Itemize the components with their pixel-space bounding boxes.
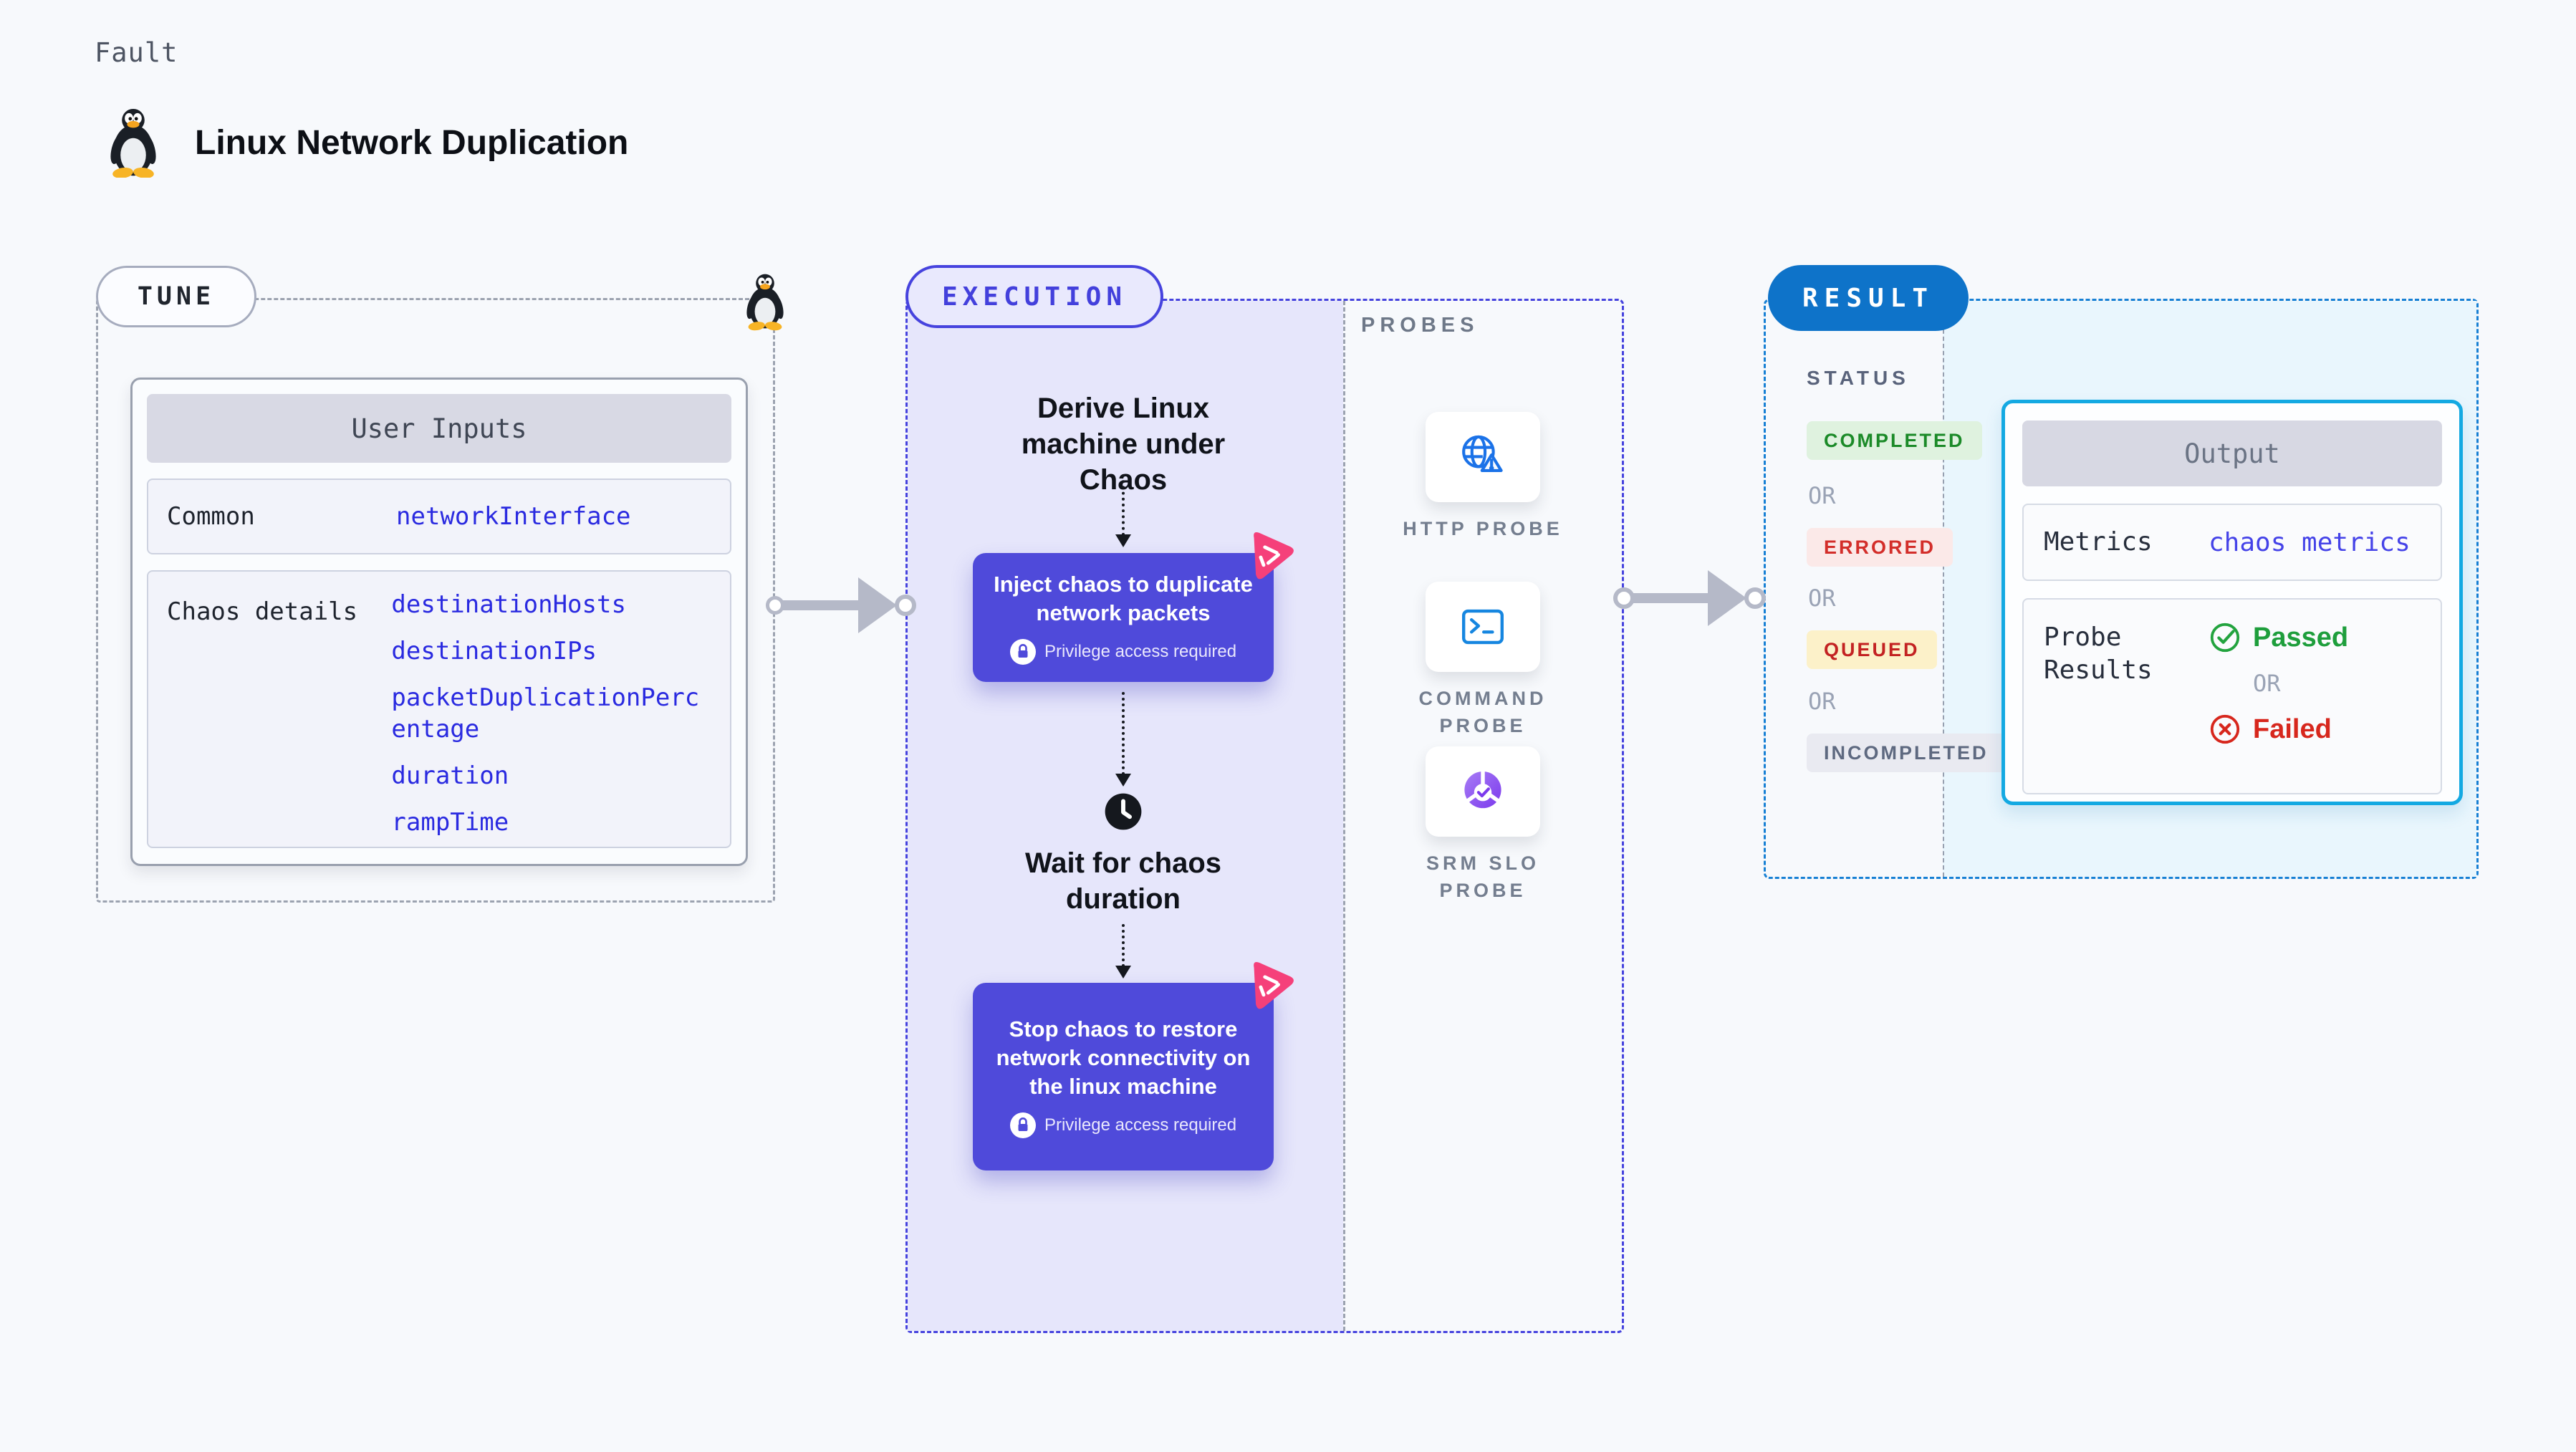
status-heading: STATUS <box>1807 367 1910 389</box>
failed-label: Failed <box>2253 713 2332 744</box>
tune-pill: TUNE <box>96 266 256 327</box>
status-badge-errored: ERRORED <box>1807 528 1953 567</box>
execution-connector-dot <box>895 595 916 616</box>
inject-chaos-step-card[interactable]: Inject chaos to duplicate network packet… <box>973 553 1274 682</box>
privilege-badge: Privilege access required <box>1009 639 1237 665</box>
failed-verdict: Failed <box>2209 713 2348 746</box>
chaos-metrics-link[interactable]: chaos metrics <box>2209 527 2411 557</box>
privilege-badge-text: Privilege access required <box>1044 642 1237 661</box>
user-inputs-card: User Inputs Common networkInterface Chao… <box>130 378 748 866</box>
stop-chaos-step-card[interactable]: Stop chaos to restore network connectivi… <box>973 983 1274 1170</box>
lock-icon <box>1009 1112 1036 1138</box>
input-row-label: Chaos details <box>167 597 358 626</box>
wait-step-label: Wait for chaos duration <box>1024 847 1222 915</box>
flow-arrow-line <box>1122 474 1125 536</box>
or-label: OR <box>1808 482 1836 509</box>
output-title: Output <box>2022 420 2442 486</box>
output-card: Output Metrics chaos metrics Probe Resul… <box>2001 400 2463 805</box>
probes-separator-line <box>1343 301 1345 1331</box>
privilege-badge-text: Privilege access required <box>1044 1115 1237 1135</box>
srm-slo-probe-card[interactable] <box>1426 746 1540 837</box>
input-value-link[interactable]: destinationIPs <box>391 637 597 665</box>
lock-icon <box>1009 639 1036 665</box>
inject-step-title: Inject chaos to duplicate network packet… <box>994 572 1253 625</box>
chaos-detail-values: destinationHosts destinationIPs packetDu… <box>391 589 711 853</box>
tune-to-execution-arrowhead-icon <box>858 577 897 633</box>
http-probe-label: HTTP PROBE <box>1403 518 1563 539</box>
flow-arrow-line <box>1122 692 1125 775</box>
passed-label: Passed <box>2253 622 2349 653</box>
status-badge-queued: QUEUED <box>1807 630 1937 669</box>
or-label: OR <box>1808 585 1836 612</box>
srm-slo-probe-label: SRM SLO PROBE <box>1426 852 1539 901</box>
passed-verdict: Passed <box>2209 621 2348 654</box>
or-label: OR <box>2253 670 2281 697</box>
input-row-chaos-details: Chaos details destinationHosts destinati… <box>147 570 731 848</box>
derive-step-label: Derive Linux machine under Chaos <box>1021 393 1226 496</box>
input-value-link[interactable]: duration <box>391 761 509 790</box>
status-badge-incompleted: INCOMPLETED <box>1807 734 2006 772</box>
tux-penguin-icon <box>110 108 156 178</box>
chaos-badge-icon <box>1254 532 1294 580</box>
probes-connector-dot <box>1613 587 1635 609</box>
slo-donut-icon <box>1464 769 1501 809</box>
flow-arrow-line <box>1122 924 1125 967</box>
chaos-badge-icon <box>1254 962 1294 1009</box>
input-value-link[interactable]: networkInterface <box>396 502 631 531</box>
execution-to-result-arrow-line <box>1628 593 1714 603</box>
metrics-row: Metrics chaos metrics <box>2022 504 2442 581</box>
status-badge-completed: COMPLETED <box>1807 421 1982 460</box>
flow-arrowhead-icon <box>1115 774 1131 787</box>
probe-results-row: Probe Results Passed OR Failed <box>2022 598 2442 794</box>
clock-icon <box>1105 793 1142 830</box>
result-separator-line <box>1943 301 1944 877</box>
tune-connector-dot <box>766 596 784 615</box>
probes-heading: PROBES <box>1361 314 1479 337</box>
x-circle-icon <box>2210 714 2240 744</box>
fault-kicker: Fault <box>95 37 178 68</box>
privilege-badge: Privilege access required <box>1009 1112 1237 1138</box>
stop-step-title: Stop chaos to restore network connectivi… <box>996 1016 1251 1099</box>
input-row-label: Common <box>167 502 255 531</box>
input-value-link[interactable]: destinationHosts <box>391 590 626 619</box>
command-probe-card[interactable] <box>1426 582 1540 672</box>
metrics-label: Metrics <box>2044 527 2153 557</box>
user-inputs-title: User Inputs <box>147 394 731 463</box>
input-value-link[interactable]: rampTime <box>391 808 509 837</box>
page-title: Linux Network Duplication <box>195 124 629 162</box>
tune-to-execution-arrow-line <box>778 600 867 610</box>
check-circle-icon <box>2210 622 2240 653</box>
flow-arrowhead-icon <box>1115 534 1131 547</box>
command-probe-label: COMMAND PROBE <box>1418 688 1547 736</box>
flow-arrowhead-icon <box>1115 966 1131 979</box>
terminal-icon <box>1461 609 1504 645</box>
execution-to-result-arrowhead-icon <box>1708 570 1746 626</box>
input-row-common: Common networkInterface <box>147 479 731 554</box>
input-value-link[interactable]: packetDuplicationPercentage <box>391 683 700 744</box>
probe-results-label: Probe Results <box>2044 622 2153 685</box>
result-connector-dot <box>1744 587 1766 609</box>
or-label: OR <box>1808 688 1836 715</box>
execution-pill: EXECUTION <box>905 265 1163 328</box>
result-pill: RESULT <box>1768 265 1969 331</box>
globe-alert-icon <box>1462 435 1503 472</box>
probe-verdicts: Passed OR Failed <box>2209 621 2348 746</box>
http-probe-card[interactable] <box>1426 412 1540 502</box>
tux-penguin-icon <box>746 274 784 331</box>
